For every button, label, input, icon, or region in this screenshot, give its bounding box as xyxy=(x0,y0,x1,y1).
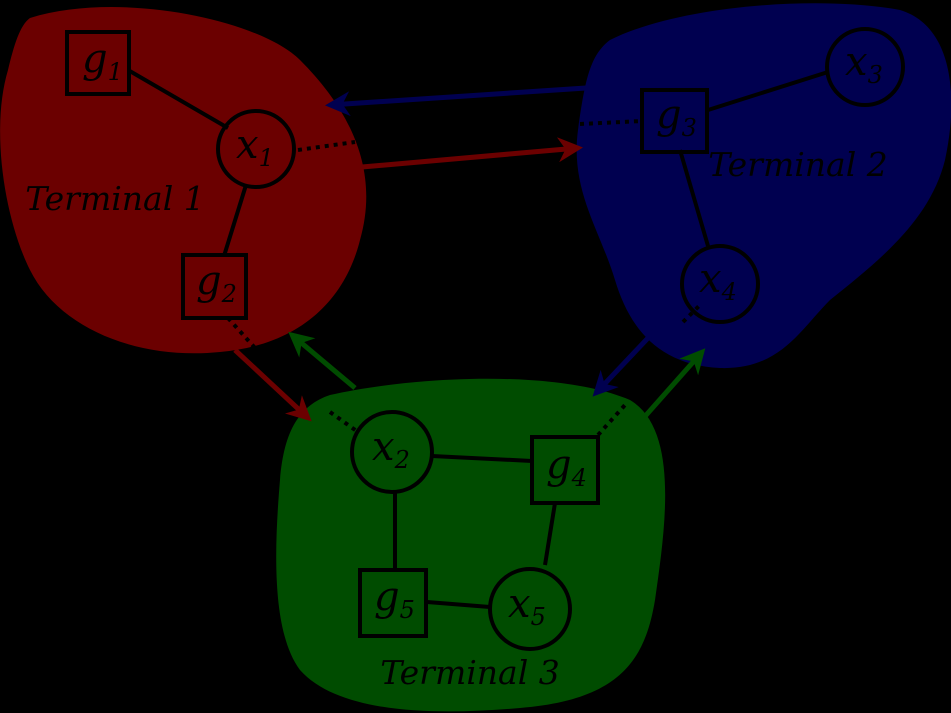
node-x1-label: x1 xyxy=(236,122,274,172)
node-g5-sub: 5 xyxy=(400,596,415,624)
terminal-2-label: Terminal 2 xyxy=(708,145,888,184)
node-x1-sub: 1 xyxy=(259,144,274,172)
link-terminal-3-to-terminal-1 xyxy=(288,331,357,390)
terminal-1-label: Terminal 1 xyxy=(25,179,205,218)
link-terminal-2-to-terminal-1 xyxy=(325,85,587,117)
node-x3-label: x3 xyxy=(845,39,883,89)
link-terminal-2-to-terminal-3 xyxy=(592,318,667,397)
node-g1-label: g1 xyxy=(82,36,123,86)
node-x1: x1 xyxy=(216,109,296,189)
node-g4-sub: 4 xyxy=(571,464,587,492)
node-x5-base: x xyxy=(508,581,531,627)
edge-g3-x4 xyxy=(678,149,710,247)
node-g2-base: g xyxy=(196,258,222,304)
node-g5-base: g xyxy=(374,574,400,620)
node-x2-base: x xyxy=(372,424,395,470)
node-g1: g1 xyxy=(65,30,131,96)
terminal-3-label: Terminal 3 xyxy=(380,653,560,692)
node-g2: g2 xyxy=(181,253,248,320)
node-x4-sub: 4 xyxy=(721,278,737,306)
node-g2-sub: 2 xyxy=(221,280,237,308)
factor-node-shape xyxy=(358,568,428,638)
edge-x2-g4 xyxy=(431,454,533,463)
stub-x4 xyxy=(681,303,702,324)
node-edges xyxy=(126,68,829,609)
node-g3-label: g3 xyxy=(656,92,697,142)
node-g1-sub: 1 xyxy=(108,58,123,86)
node-x2-sub: 2 xyxy=(394,446,410,474)
node-g3-sub: 3 xyxy=(682,114,697,142)
node-x2: x2 xyxy=(350,410,434,494)
node-x5-sub: 5 xyxy=(531,603,546,631)
node-x3: x3 xyxy=(825,27,905,107)
node-g2-label: g2 xyxy=(196,258,237,308)
factor-node-shape xyxy=(530,435,600,505)
node-g1-base: g xyxy=(82,36,108,82)
variable-node-shape xyxy=(680,244,760,324)
terminal-2-region xyxy=(576,3,951,369)
node-g4-label: g4 xyxy=(546,442,587,492)
node-x5-label: x5 xyxy=(508,581,546,631)
factor-node-shape xyxy=(65,30,131,96)
stub-x2 xyxy=(328,410,360,434)
edge-x1-g2 xyxy=(222,184,248,257)
node-x3-sub: 3 xyxy=(868,61,883,89)
stub-x1 xyxy=(297,140,356,152)
edge-x5-g4 xyxy=(543,502,557,566)
terminal-3-region xyxy=(276,378,666,712)
variable-node-shape xyxy=(350,410,434,494)
node-g4-base: g xyxy=(546,442,572,488)
stub-g4 xyxy=(596,403,627,437)
node-g3-base: g xyxy=(656,92,682,138)
node-x4: x4 xyxy=(680,244,760,324)
factor-node-shape xyxy=(640,88,709,154)
link-terminal-3-to-terminal-2 xyxy=(638,348,706,424)
node-x4-label: x4 xyxy=(699,256,737,306)
edge-g3-x3 xyxy=(707,70,829,112)
terminal-links xyxy=(233,85,706,424)
edge-g1-x1 xyxy=(126,68,230,130)
edge-g5-x5 xyxy=(426,600,491,609)
node-x1-base: x xyxy=(236,122,259,168)
node-x5: x5 xyxy=(488,567,572,651)
node-x2-label: x2 xyxy=(372,424,410,474)
factor-node-shape xyxy=(181,253,248,320)
variable-node-shape xyxy=(825,27,905,107)
node-g5: g5 xyxy=(358,568,428,638)
node-g5-label: g5 xyxy=(374,574,415,624)
node-x3-base: x xyxy=(845,39,868,85)
variable-node-shape xyxy=(488,567,572,651)
link-terminal-1-to-terminal-3 xyxy=(233,348,312,422)
stub-g2 xyxy=(226,316,257,350)
link-terminal-1-to-terminal-2 xyxy=(361,137,583,170)
link-stubs xyxy=(226,119,702,437)
variable-node-shape xyxy=(216,109,296,189)
node-g4: g4 xyxy=(530,435,600,505)
node-g3: g3 xyxy=(640,88,709,154)
stub-g3 xyxy=(579,119,643,126)
node-x4-base: x xyxy=(699,256,722,302)
